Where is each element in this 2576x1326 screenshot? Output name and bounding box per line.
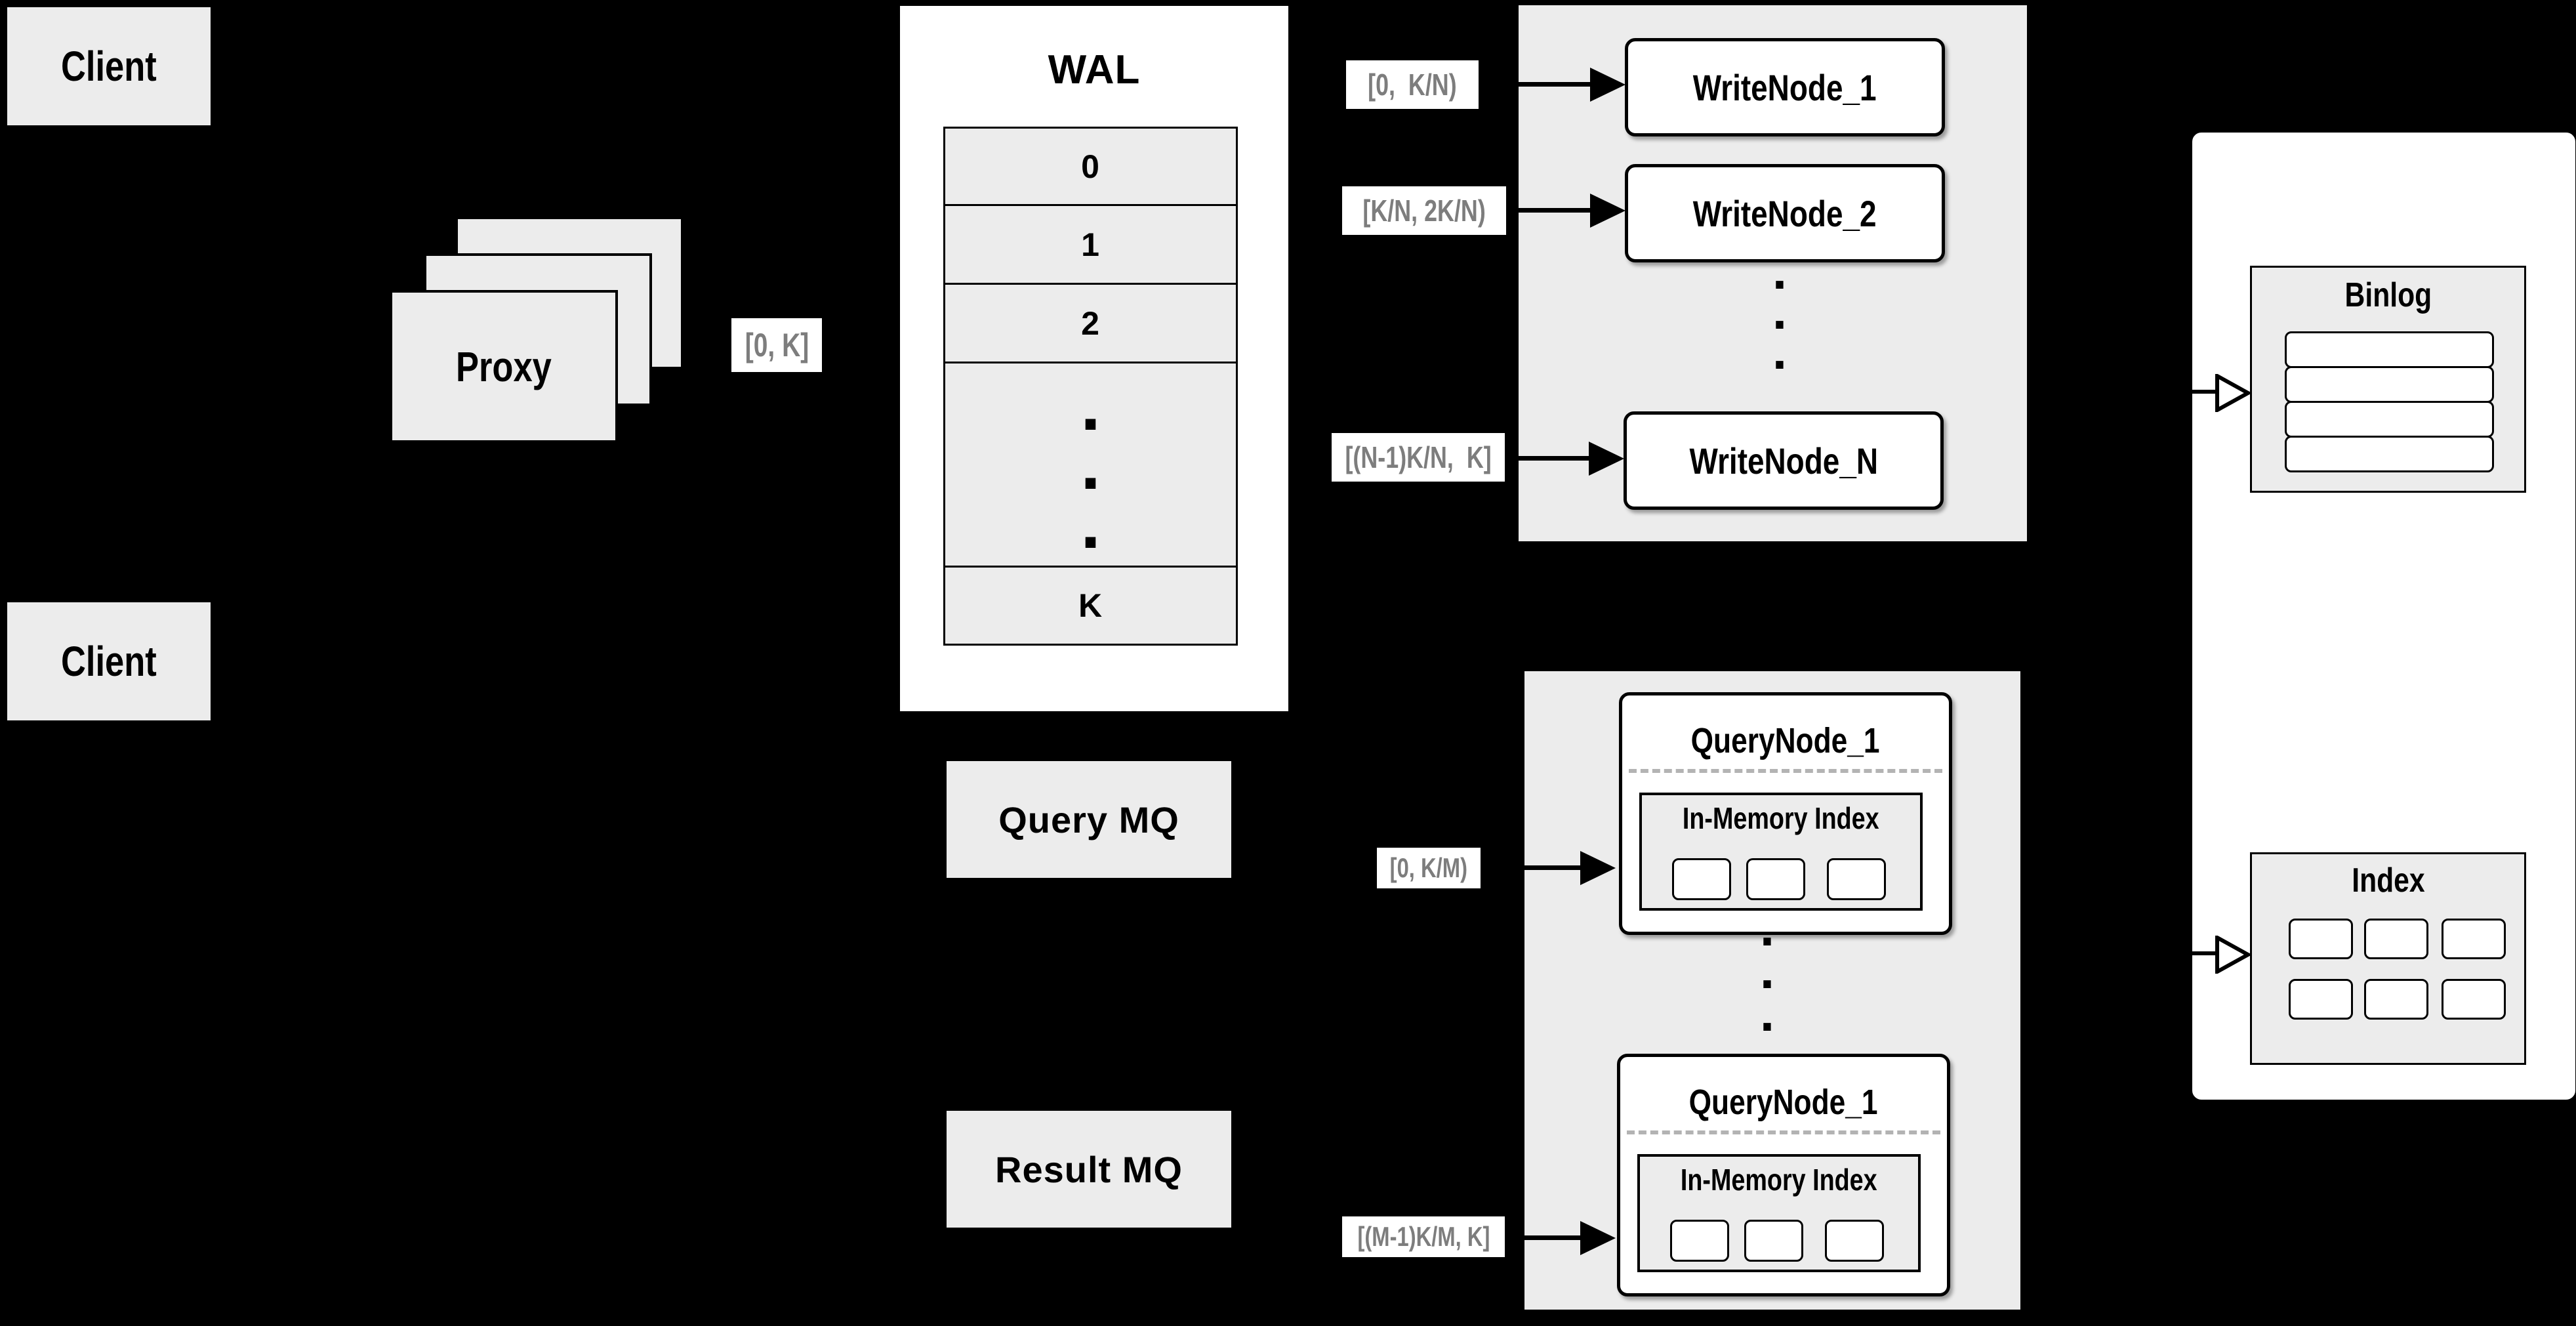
dashed-divider <box>1629 769 1942 773</box>
binlog-row <box>2285 366 2494 403</box>
segment <box>1744 1220 1803 1262</box>
client-box-bottom: Client <box>5 600 213 722</box>
query-nodes-ellipsis-icon: . . . <box>1759 898 1775 1042</box>
range-label-query-m: [(M-1)K/M, K] <box>1342 1216 1505 1257</box>
dashed-divider <box>1627 1130 1940 1134</box>
arrow-line <box>1481 865 1580 870</box>
index-segment <box>2364 979 2428 1020</box>
range-label-query-1: [0, K/M) <box>1377 848 1481 888</box>
binlog-box: Binlog <box>2250 266 2526 493</box>
index-segment <box>2289 919 2353 959</box>
wal-slot-0: 0 <box>943 127 1238 206</box>
wal-slot-1: 1 <box>943 204 1238 285</box>
arrow-line <box>1506 456 1589 461</box>
binlog-row <box>2285 401 2494 438</box>
range-label-write-1: [0, K/N) <box>1346 60 1479 109</box>
query-node-top: QueryNode_1 In-Memory Index <box>1619 692 1952 935</box>
wal-title: WAL <box>1048 47 1141 93</box>
wal-table: 0 1 2 . . . K <box>943 127 1238 646</box>
inmemory-index-box-bottom: In-Memory Index <box>1637 1154 1921 1272</box>
binlog-rows <box>2285 331 2494 472</box>
arrow-head-icon <box>1590 68 1625 102</box>
binlog-row <box>2285 436 2494 472</box>
index-title: Index <box>2351 861 2425 900</box>
index-segment <box>2364 919 2428 959</box>
proxy-label: Proxy <box>456 342 552 390</box>
index-segment <box>2289 979 2353 1020</box>
wal-slot-2: 2 <box>943 283 1238 363</box>
write-node-2: WriteNode_2 <box>1625 164 1945 262</box>
range-label-write-n: [(N-1)K/N, K] <box>1332 433 1505 482</box>
write-nodes-ellipsis-icon: . . . <box>1772 241 1788 380</box>
result-mq-box: Result MQ <box>947 1111 1231 1228</box>
vertical-ellipsis-icon: . . . <box>1080 365 1101 564</box>
wal-slot-k: K <box>943 566 1238 646</box>
arrow-head-icon <box>1590 194 1625 228</box>
store-engine-box: Store Engine Binlog Index <box>2190 130 2576 1102</box>
arrow-line <box>2125 390 2217 394</box>
segment <box>1746 858 1805 900</box>
arrow-head-icon <box>1580 851 1616 885</box>
arrow-line <box>1506 208 1590 213</box>
inmemory-index-title: In-Memory Index <box>1681 1163 1877 1197</box>
write-node-n: WriteNode_N <box>1624 411 1944 510</box>
inmemory-index-title: In-Memory Index <box>1683 801 1879 835</box>
index-segment <box>2442 919 2506 959</box>
index-box: Index <box>2250 852 2526 1065</box>
binlog-title: Binlog <box>2344 276 2432 314</box>
query-node-bottom-title: QueryNode_1 <box>1689 1083 1878 1122</box>
query-node-bottom: QueryNode_1 In-Memory Index <box>1617 1054 1950 1296</box>
client-top-label: Client <box>61 43 157 90</box>
inmemory-index-box-top: In-Memory Index <box>1639 793 1923 911</box>
segment <box>1670 1220 1729 1262</box>
arrow-line <box>1479 82 1590 87</box>
binlog-row <box>2285 331 2494 368</box>
client-bottom-label: Client <box>61 638 157 685</box>
arrow-line <box>1505 1235 1580 1240</box>
segment <box>1827 858 1886 900</box>
arrow-head-icon <box>1589 442 1624 476</box>
range-label-write-2: [K/N, 2K/N) <box>1342 186 1506 235</box>
query-node-top-title: QueryNode_1 <box>1691 721 1880 760</box>
wal-box: WAL 0 1 2 . . . K <box>897 3 1291 714</box>
proxy-box-front: Proxy <box>390 290 618 443</box>
arrow-head-icon <box>1580 1221 1616 1255</box>
wal-slot-ellipsis: . . . <box>943 362 1238 568</box>
write-node-1: WriteNode_1 <box>1625 38 1945 136</box>
index-segment <box>2442 979 2506 1020</box>
client-box-top: Client <box>5 5 213 127</box>
query-mq-box: Query MQ <box>947 761 1231 878</box>
open-arrow-head-icon <box>2215 936 2251 974</box>
arrow-line <box>2125 951 2217 955</box>
range-label-proxy-out: [0, K] <box>731 318 822 372</box>
segment <box>1672 858 1731 900</box>
open-arrow-head-icon <box>2215 374 2251 412</box>
segment <box>1825 1220 1884 1262</box>
